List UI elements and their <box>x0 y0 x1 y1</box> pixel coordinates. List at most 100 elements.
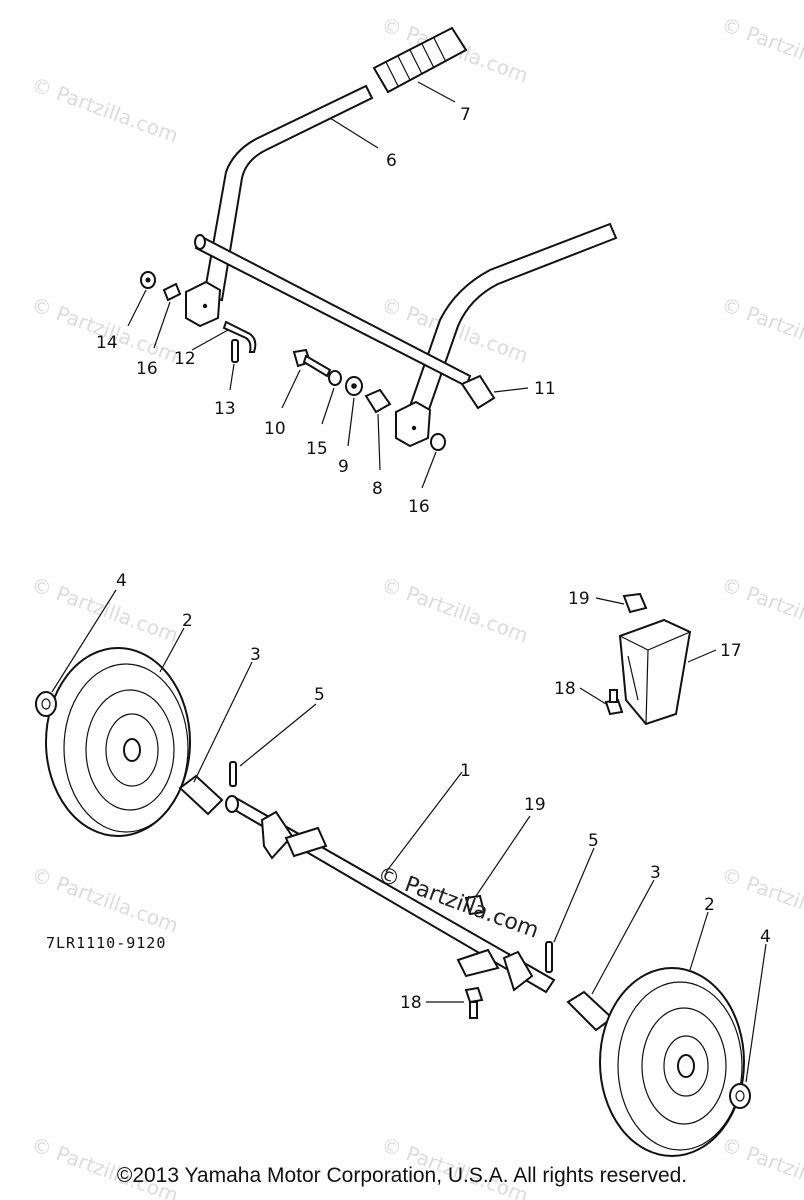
leader-line-19a <box>595 597 625 605</box>
washer-hole <box>145 277 151 283</box>
callout-6: 6 <box>386 151 397 171</box>
washer-part-15[interactable] <box>328 370 342 386</box>
leader-line-1 <box>385 771 463 873</box>
wheel-axle-assembly: 4 2 3 5 1 19 5 3 2 4 18 19 17 18 7LR1110… <box>35 571 771 1157</box>
cover-part-17[interactable] <box>618 618 692 726</box>
callout-14: 14 <box>96 333 118 353</box>
callout-9: 9 <box>338 457 349 477</box>
callout-16: 16 <box>136 359 158 379</box>
leader-line-3b <box>591 879 655 995</box>
axle-bracket-left <box>284 826 328 858</box>
handle-bar-part-6[interactable] <box>202 84 374 302</box>
leader-line-14 <box>127 289 147 327</box>
leader-line-5b <box>553 847 595 943</box>
callout-7: 7 <box>460 105 471 125</box>
callout-12: 12 <box>174 349 196 369</box>
bushing-left-part-3[interactable] <box>178 774 224 816</box>
leader-line-19b <box>475 815 531 897</box>
watermark-text: © Partzilla.com <box>718 292 804 367</box>
leader-line-9 <box>347 397 355 447</box>
leader-line-2a <box>159 627 185 673</box>
grip-part-7[interactable] <box>372 26 468 94</box>
cross-bar-end <box>194 234 206 250</box>
leader-line-13 <box>229 363 235 391</box>
handle-clamp-left[interactable] <box>185 280 222 328</box>
callout-15: 15 <box>306 439 328 459</box>
callout-17: 17 <box>720 641 742 661</box>
nut-top-part-19[interactable] <box>622 592 648 614</box>
handle-upright-right[interactable] <box>406 222 618 420</box>
watermark-text: © Partzilla.com <box>28 72 181 147</box>
spring-pin-left-part-5[interactable] <box>229 761 237 787</box>
watermark-text: © Partzilla.com <box>28 572 181 647</box>
leader-line-18a <box>579 687 607 705</box>
axle-collar-right <box>502 950 534 992</box>
leader-line-12 <box>191 329 229 351</box>
leader-line-4b <box>745 943 767 1083</box>
watermark-text: © Partzilla.com <box>28 862 181 937</box>
bolt-top-part-18[interactable] <box>604 689 624 716</box>
leader-line-7 <box>417 81 456 103</box>
watermark-text: © Partzilla.com <box>28 292 181 367</box>
nut-center-part-19[interactable] <box>464 894 486 916</box>
watermark-text: © Partzilla.com <box>718 572 804 647</box>
bushing-part-8[interactable] <box>364 388 392 414</box>
leader-line-15 <box>321 387 335 425</box>
wheel-left-part-2[interactable] <box>45 647 191 837</box>
leader-line-6 <box>329 117 379 149</box>
leader-line-17 <box>687 649 717 663</box>
diagram-code: 7LR1110-9120 <box>46 934 166 952</box>
leader-line-16b <box>421 451 437 489</box>
watermark-text: © Partzilla.com <box>378 572 531 647</box>
copyright-notice: ©2013 Yamaha Motor Corporation, U.S.A. A… <box>116 1164 688 1187</box>
axle-collar-left <box>260 810 294 860</box>
watermark-text: © Partzilla.com <box>718 12 804 87</box>
handle-assembly: 6 7 14 16 12 13 10 15 9 8 11 16 <box>96 26 618 517</box>
pin-part-12[interactable] <box>222 320 257 353</box>
leader-line-16a <box>153 301 171 349</box>
callout-2: 2 <box>182 611 193 631</box>
clamp-hole <box>411 425 417 431</box>
callout-2: 2 <box>704 895 715 915</box>
callout-10: 10 <box>264 419 286 439</box>
callout-13: 13 <box>214 399 236 419</box>
spring-pin-right-part-5[interactable] <box>545 941 553 973</box>
callout-5: 5 <box>314 685 325 705</box>
callout-18: 18 <box>400 993 422 1013</box>
washer-part-16[interactable] <box>430 433 446 451</box>
leader-line-3a <box>193 661 253 783</box>
clamp-hole <box>202 303 208 309</box>
leader-line-10 <box>281 369 301 409</box>
bushing-part-11[interactable] <box>460 374 496 410</box>
bolt-bottom-part-18[interactable] <box>464 986 484 1019</box>
bolt-part-10[interactable] <box>292 348 332 378</box>
spring-washer-part-16[interactable] <box>162 282 182 302</box>
washer-right-part-4[interactable] <box>729 1083 751 1109</box>
callout-4: 4 <box>760 927 771 947</box>
leader-line-5a <box>239 703 317 767</box>
callout-5: 5 <box>588 831 599 851</box>
handle-clamp-right[interactable] <box>395 400 432 448</box>
callout-19: 19 <box>568 589 590 609</box>
leader-line-8 <box>377 413 381 471</box>
callout-4: 4 <box>116 571 127 591</box>
leader-line-11 <box>493 387 529 393</box>
callout-16: 16 <box>408 497 430 517</box>
callout-18: 18 <box>554 679 576 699</box>
callout-8: 8 <box>372 479 383 499</box>
leader-line-4a <box>51 589 117 693</box>
washer-hole <box>351 383 357 389</box>
axle-end <box>225 795 239 813</box>
leader-line-2b <box>689 911 709 971</box>
washer-hole <box>735 1090 745 1102</box>
callout-19: 19 <box>524 795 546 815</box>
axle-bracket-right <box>456 948 500 978</box>
callout-3: 3 <box>250 645 261 665</box>
cotter-part-13[interactable] <box>231 339 239 363</box>
callout-1: 1 <box>460 761 471 781</box>
wheel-right-part-2[interactable] <box>599 967 745 1157</box>
callout-3: 3 <box>650 863 661 883</box>
washer-left-part-4[interactable] <box>35 691 57 717</box>
callout-11: 11 <box>534 379 556 399</box>
